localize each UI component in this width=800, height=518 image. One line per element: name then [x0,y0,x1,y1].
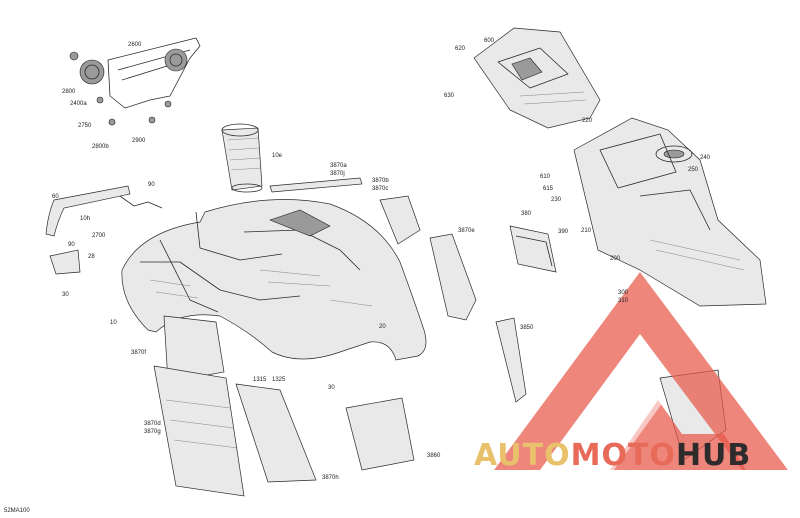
callout-20: 20 [379,324,386,330]
callout-1325: 1325 [272,377,286,383]
callout-2750: 2750 [78,123,92,129]
callout-3870j: 3870j [330,171,345,177]
callout-30-left: 30 [62,292,69,298]
callout-1315: 1315 [253,377,267,383]
console-assembly [573,117,767,307]
callout-2400a: 2400a [70,101,87,107]
callout-300: 300 [618,290,629,296]
callout-615: 615 [543,186,554,192]
air-duct-tube [221,123,263,193]
callout-380: 380 [521,211,532,217]
callout-3870d: 3870d [144,421,161,427]
lower-side-panels [153,315,415,497]
callout-3870e: 3870e [458,228,475,234]
callout-3870f: 3870f [131,350,147,356]
callout-3870c: 3870c [372,186,389,192]
callout-3870a: 3870a [330,163,347,169]
callout-240: 240 [700,155,711,161]
callout-3860: 3860 [427,453,441,459]
callout-2800: 2800 [62,89,76,95]
callout-3870b: 3870b [372,178,389,184]
dash-cover [473,27,601,129]
callout-230: 230 [551,197,562,203]
callout-90-top: 90 [148,182,155,188]
diagram-code: 52MA100 [4,508,30,514]
callout-2900: 2900 [132,138,146,144]
callout-390: 390 [558,229,569,235]
callout-28: 28 [88,254,95,260]
watermark-moto: MOTO [570,438,676,473]
callout-10h: 10h [80,216,91,222]
callout-250: 250 [688,167,699,173]
callout-2600: 2600 [128,42,142,48]
watermark-hub: HUB [675,438,752,473]
callout-610: 610 [540,174,551,180]
callout-10e: 10e [272,153,283,159]
side-tube [45,185,163,275]
callout-200: 200 [610,256,621,262]
callout-630: 630 [444,93,455,99]
callout-3870g: 3870g [144,429,161,435]
callout-3850: 3850 [520,325,534,331]
automotohub-logo [494,272,788,470]
callout-310: 310 [618,298,629,304]
callout-2800b: 2800b [92,144,109,150]
callout-60: 60 [52,194,59,200]
callout-600: 600 [484,38,495,44]
callout-210: 210 [581,228,592,234]
front-hood-panel [121,199,427,361]
trim-strips [269,177,527,403]
bracket [509,225,557,273]
headlight-assembly [69,37,201,126]
callout-3870h: 3870h [322,475,339,481]
watermark-text: AUTOMOTOHUB [474,438,751,473]
callout-2700: 2700 [92,233,106,239]
callout-620: 620 [455,46,466,52]
callout-220: 220 [582,118,593,124]
callout-90-side: 90 [68,242,75,248]
callout-30-bottom: 30 [328,385,335,391]
callout-10: 10 [110,320,117,326]
watermark-auto: AUTO [474,438,571,473]
